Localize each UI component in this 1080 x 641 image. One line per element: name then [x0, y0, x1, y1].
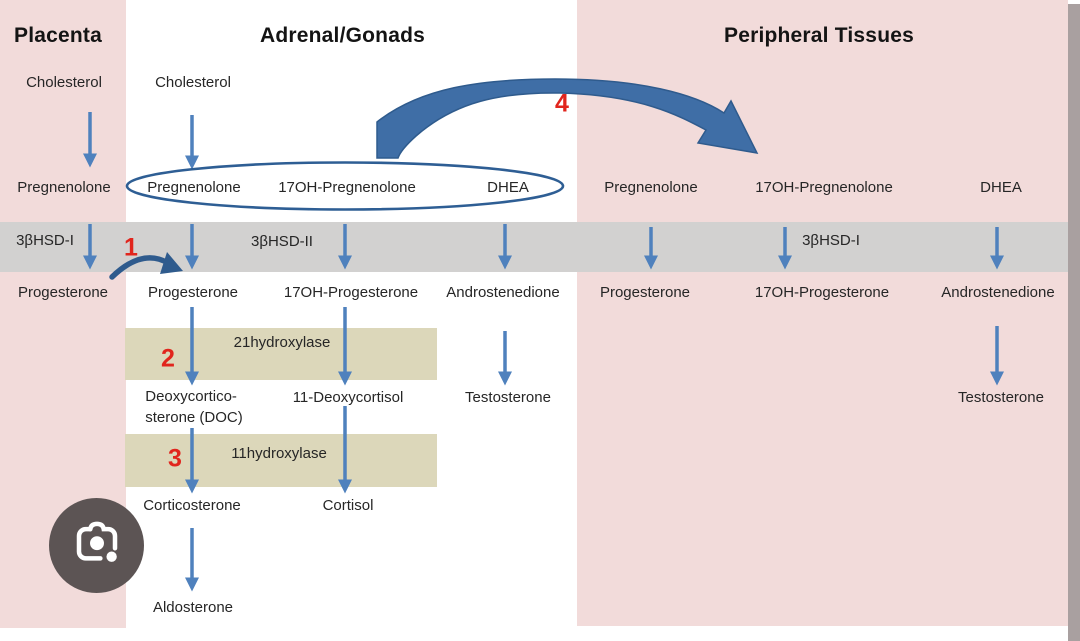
node-adrenal-cortisol: Cortisol	[322, 497, 374, 514]
label-placenta-3bhsd1: 3βHSD-I	[16, 232, 74, 249]
node-adrenal-doc-line2: sterone (DOC)	[145, 409, 243, 426]
node-peripheral-pregnenolone: Pregnenolone	[604, 179, 698, 196]
header-adrenal-gonads: Adrenal/Gonads	[260, 24, 425, 47]
node-peripheral-progesterone: Progesterone	[599, 284, 691, 301]
node-placenta-cholesterol: Cholesterol	[26, 74, 102, 91]
right-edge-strip	[1068, 4, 1080, 641]
pregnenolone-group-ellipse	[125, 161, 565, 211]
enzyme-11hydroxylase-box	[125, 434, 437, 487]
node-peripheral-dhea: DHEA	[980, 179, 1022, 196]
node-adrenal-pregnenolone: Pregnenolone	[147, 179, 241, 196]
node-adrenal-deoxycortisol: 11-Deoxycortisol	[292, 389, 404, 406]
step-number-3: 3	[168, 444, 182, 473]
node-adrenal-cholesterol: Cholesterol	[155, 74, 231, 91]
node-peripheral-ohpregnenolone: 17OH-Pregnenolone	[755, 179, 893, 196]
curved-arrow-step1-head	[160, 252, 183, 274]
label-enzyme-11hydroxylase: 11hydroxylase	[231, 445, 327, 462]
label-peripheral-3bhsd1: 3βHSD-I	[802, 232, 860, 249]
curved-arrow-step1	[109, 255, 171, 280]
step-number-4: 4	[555, 89, 569, 118]
node-adrenal-ohprogesterone: 17OH-Progesterone	[283, 284, 419, 301]
node-peripheral-ohprogesterone: 17OH-Progesterone	[754, 284, 890, 301]
node-peripheral-testosterone: Testosterone	[958, 389, 1044, 406]
node-placenta-progesterone: Progesterone	[17, 284, 109, 301]
node-adrenal-corticosterone: Corticosterone	[143, 497, 241, 514]
curved-arrow-step4	[376, 78, 759, 159]
enzyme-21hydroxylase-box	[125, 328, 437, 380]
step-number-1: 1	[124, 233, 138, 262]
node-adrenal-progesterone: Progesterone	[147, 284, 239, 301]
label-adrenal-3bhsd2: 3βHSD-II	[251, 233, 313, 250]
header-peripheral-tissues: Peripheral Tissues	[724, 24, 914, 47]
node-adrenal-doc-line1: Deoxycortico-	[145, 388, 237, 405]
node-peripheral-androstenedione: Androstenedione	[941, 284, 1055, 301]
header-placenta: Placenta	[14, 24, 102, 47]
node-adrenal-doc: Deoxycortico- sterone (DOC)	[145, 386, 243, 428]
camera-lens-icon	[76, 521, 117, 562]
node-adrenal-androstenedione: Androstenedione	[446, 284, 560, 301]
label-enzyme-21hydroxylase: 21hydroxylase	[233, 334, 331, 351]
node-adrenal-ohpregnenolone: 17OH-Pregnenolone	[278, 179, 416, 196]
node-adrenal-aldosterone: Aldosterone	[152, 599, 234, 616]
google-lens-button[interactable]	[49, 498, 144, 593]
node-adrenal-testosterone: Testosterone	[465, 389, 551, 406]
step-number-2: 2	[161, 344, 175, 373]
node-placenta-pregnenolone: Pregnenolone	[17, 179, 111, 196]
hsd-enzyme-band	[0, 222, 1068, 272]
node-adrenal-dhea: DHEA	[487, 179, 529, 196]
